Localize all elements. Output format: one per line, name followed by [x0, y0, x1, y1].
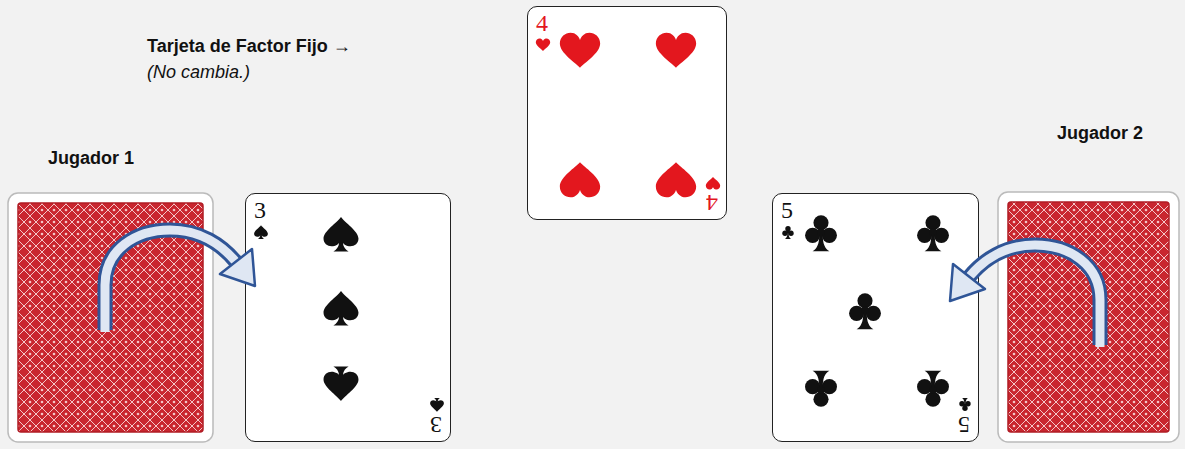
playing-card: 33 — [245, 193, 451, 442]
flip-arrow — [105, 230, 255, 332]
card-rank: 5 — [958, 413, 970, 437]
suit-pip — [560, 33, 600, 68]
suit-pip — [324, 367, 359, 402]
card-rank: 3 — [430, 413, 442, 437]
player-label: Jugador 2 — [1057, 123, 1143, 145]
flip-arrow — [950, 245, 1100, 347]
suit-pip — [917, 215, 949, 251]
card-caption: Tarjeta de Factor Fijo → — [147, 36, 351, 58]
playing-card: 55 — [772, 193, 979, 442]
player-label: Jugador 1 — [48, 148, 134, 170]
suit-pip — [254, 225, 268, 239]
suit-pip — [656, 162, 696, 197]
suit-pip — [782, 226, 793, 239]
suit-pip — [560, 162, 600, 197]
suit-pip — [849, 293, 881, 329]
suit-pip — [959, 398, 970, 411]
card-pips — [773, 194, 980, 443]
card-rank: 4 — [706, 191, 718, 215]
playing-card: 44 — [527, 6, 727, 220]
card-pips — [528, 7, 728, 221]
card-rank: 4 — [536, 11, 548, 35]
suit-pip — [324, 291, 359, 326]
suit-pip — [917, 371, 949, 407]
suit-pip — [656, 33, 696, 68]
card-pips — [246, 194, 452, 443]
suit-pip — [324, 217, 359, 252]
card-back — [998, 192, 1179, 442]
suit-pip — [430, 398, 444, 412]
suit-pip — [706, 177, 720, 190]
suit-pip — [805, 371, 837, 407]
card-rank: 5 — [781, 198, 793, 222]
suit-pip — [805, 215, 837, 251]
card-note: (No cambia.) — [147, 62, 250, 84]
card-rank: 3 — [254, 198, 266, 222]
suit-pip — [536, 38, 550, 51]
